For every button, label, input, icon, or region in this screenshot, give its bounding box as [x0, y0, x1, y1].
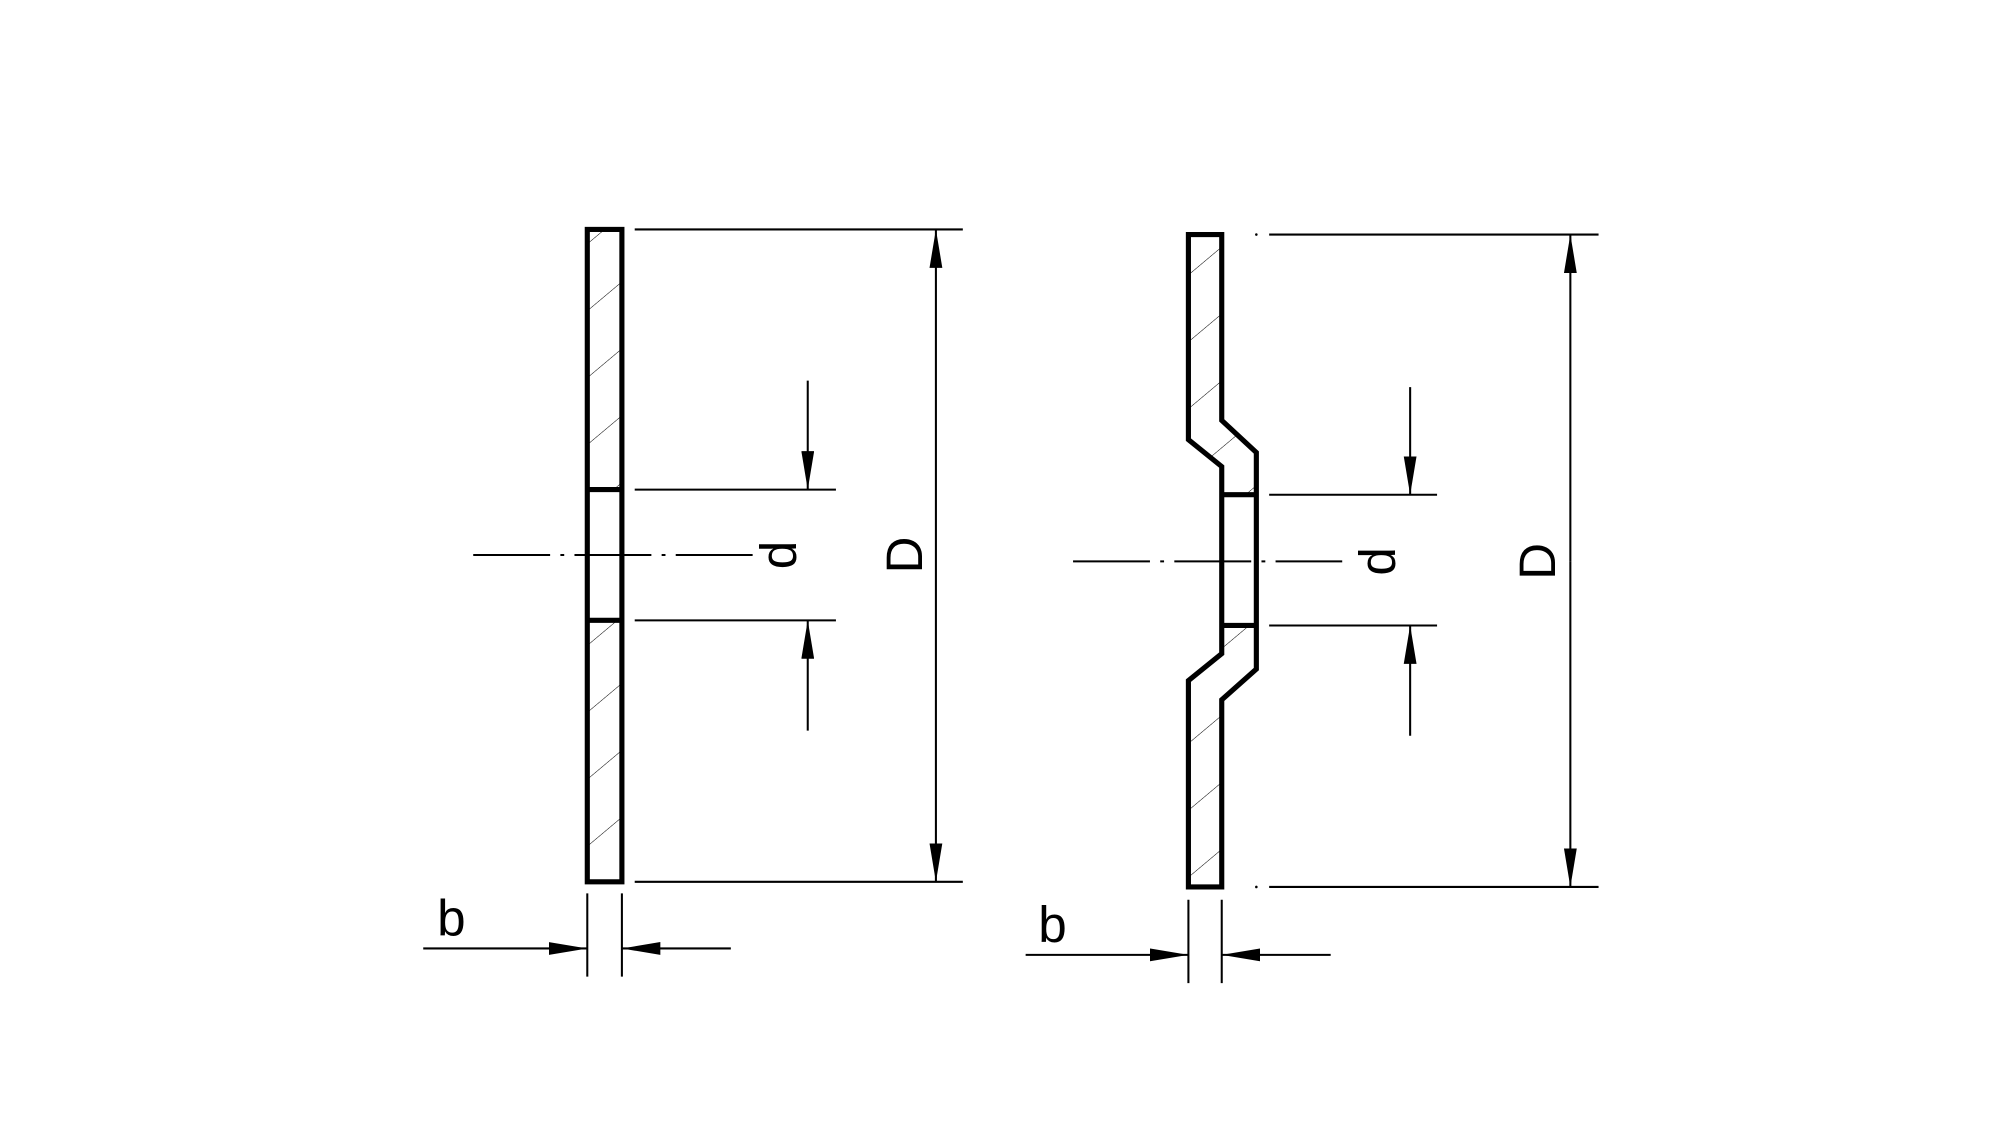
flat-washer-figure: D d b	[423, 226, 963, 977]
label-b: b	[437, 890, 466, 947]
washer-section	[1185, 231, 1259, 890]
label-D: D	[1509, 543, 1566, 580]
label-b: b	[1038, 896, 1067, 953]
label-d: d	[750, 541, 807, 570]
label-D: D	[876, 536, 933, 573]
hatching	[1188, 234, 1257, 887]
offset-washer-figure: D d b	[1025, 231, 1599, 984]
hatching	[587, 229, 622, 882]
label-d: d	[1349, 547, 1406, 576]
